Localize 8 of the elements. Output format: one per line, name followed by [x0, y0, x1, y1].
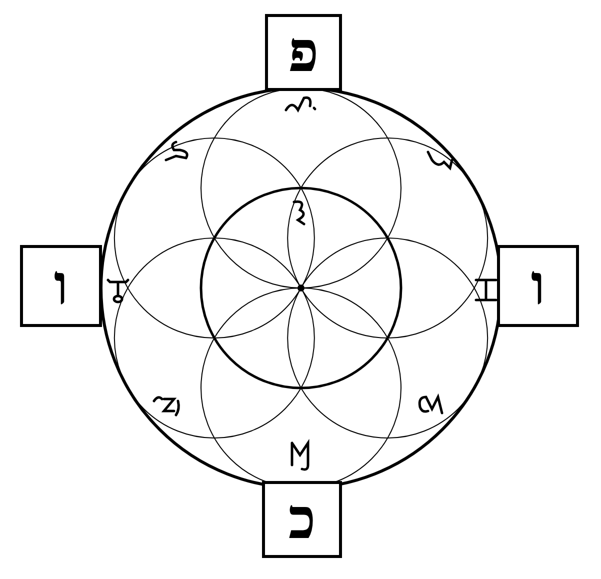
- letter-box: [497, 245, 579, 327]
- hebrew-letter: פ: [288, 24, 319, 80]
- letter-box: [262, 481, 342, 558]
- letter-box: [20, 245, 102, 327]
- hebrew-letter: ו: [54, 258, 68, 314]
- hebrew-letter: כ: [288, 492, 316, 548]
- hebrew-letter: ו: [530, 258, 546, 314]
- letter-box: [265, 14, 342, 91]
